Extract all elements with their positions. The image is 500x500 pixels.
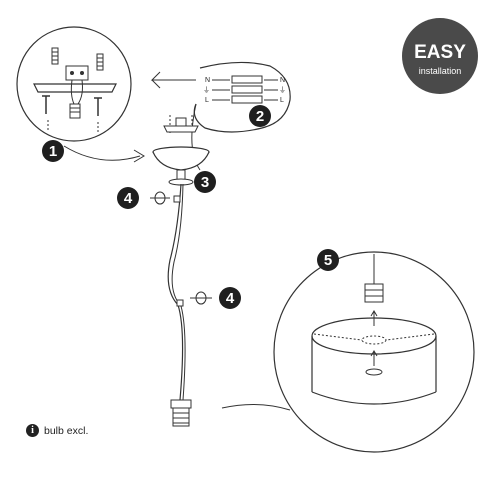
wire-left-ground: ⏚ [203, 86, 210, 94]
canopy [152, 146, 210, 171]
step-4-label-upper: 4 [124, 190, 133, 207]
step-2-label: 2 [256, 108, 264, 125]
lamp-socket [170, 399, 192, 427]
wire-left-n: N [205, 77, 210, 84]
step-3-marker: 3 [194, 171, 216, 193]
cable-clip-lower [176, 291, 212, 307]
cable-clip-upper [150, 191, 181, 205]
step-5-marker: 5 [317, 249, 339, 271]
easy-installation-badge: EASY installation [402, 18, 478, 94]
bulb-excluded-text: bulb excl. [44, 424, 89, 437]
wire-row-neutral: N N [205, 75, 285, 84]
step-1-marker: 1 [42, 140, 64, 162]
wire-row-ground: ⏚ ⏚ [203, 85, 286, 94]
step-4-marker-upper: 4 [117, 187, 139, 209]
step-3-label: 3 [201, 174, 209, 191]
wire-right-ground: ⏚ [279, 86, 286, 94]
screw-right [94, 97, 102, 116]
arrow-to-canopy [63, 145, 141, 161]
bulb-excluded-note: i bulb excl. [26, 424, 88, 437]
detail-shade [221, 251, 475, 453]
wire-row-live: L L [205, 95, 284, 104]
detail-mounting-bracket [16, 26, 132, 142]
suspension-cable [167, 183, 186, 401]
badge-title: EASY [414, 42, 466, 63]
badge-subtitle: installation [419, 66, 462, 76]
wall-anchor-right [96, 53, 104, 71]
wire-left-l: L [205, 97, 209, 104]
cord-gripper [168, 169, 194, 186]
step-4-label-lower: 4 [226, 290, 235, 307]
wire-right-n: N [280, 77, 285, 84]
detail-wiring: N N ⏚ ⏚ L L [191, 61, 291, 171]
step-2-marker: 2 [249, 105, 271, 127]
wall-anchor-left [51, 47, 59, 65]
step-4-marker-lower: 4 [219, 287, 241, 309]
ceiling-bracket [163, 115, 199, 133]
arrow-wiring-callout [150, 71, 196, 89]
screw-left [42, 95, 50, 114]
info-icon: i [26, 424, 39, 437]
wire-right-l: L [280, 97, 284, 104]
step-1-label: 1 [49, 143, 57, 160]
step-5-label: 5 [324, 252, 332, 269]
